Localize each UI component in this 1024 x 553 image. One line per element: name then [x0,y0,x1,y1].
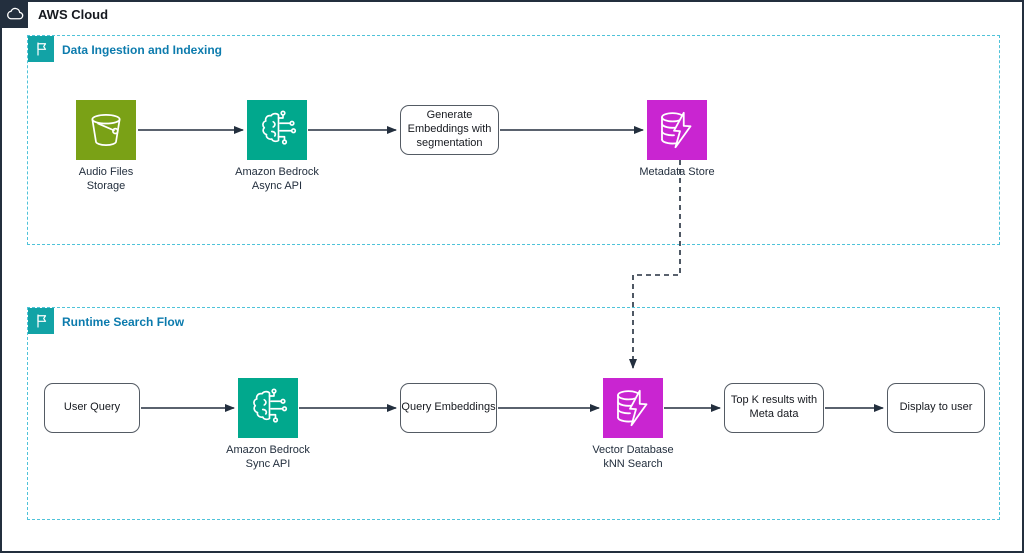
node-vector-database: Vector Database kNN Search [573,378,693,472]
flag-icon [28,36,54,62]
group-title-runtime: Runtime Search Flow [62,315,185,329]
node-bedrock-sync: Amazon Bedrock Sync API [208,378,328,472]
node-label: Metadata Store [639,166,715,178]
node-label: Amazon Bedrock Async API [235,166,319,192]
database-flash-icon [647,100,707,160]
group-data-ingestion: Data Ingestion and Indexing [27,35,1000,245]
bedrock-brain-icon [238,378,298,438]
flag-icon [28,308,54,334]
node-metadata-store: Metadata Store [617,100,737,180]
node-bedrock-async: Amazon Bedrock Async API [217,100,337,194]
bedrock-brain-icon [247,100,307,160]
group-title-ingestion: Data Ingestion and Indexing [62,43,223,57]
node-user-query: User Query [44,383,140,433]
process-label: User Query [63,401,121,414]
node-label: Audio Files Storage [78,166,134,192]
process-label: Top K results with Meta data [730,394,818,420]
node-generate-embeddings: Generate Embeddings with segmentation [400,105,499,155]
process-label: Display to user [899,401,973,414]
node-label: Vector Database kNN Search [592,444,674,470]
process-label: Generate Embeddings with segmentation [407,109,492,149]
node-top-k-results: Top K results with Meta data [724,383,824,433]
process-label: Query Embeddings [401,401,496,414]
aws-cloud-label: AWS Cloud [38,7,109,22]
node-audio-files-storage: Audio Files Storage [46,100,166,194]
aws-cloud-icon [2,2,28,28]
database-flash-icon [603,378,663,438]
node-display-to-user: Display to user [887,383,985,433]
s3-bucket-icon [76,100,136,160]
node-query-embeddings: Query Embeddings [400,383,497,433]
group-runtime-search: Runtime Search Flow [27,307,1000,520]
node-label: Amazon Bedrock Sync API [226,444,310,470]
